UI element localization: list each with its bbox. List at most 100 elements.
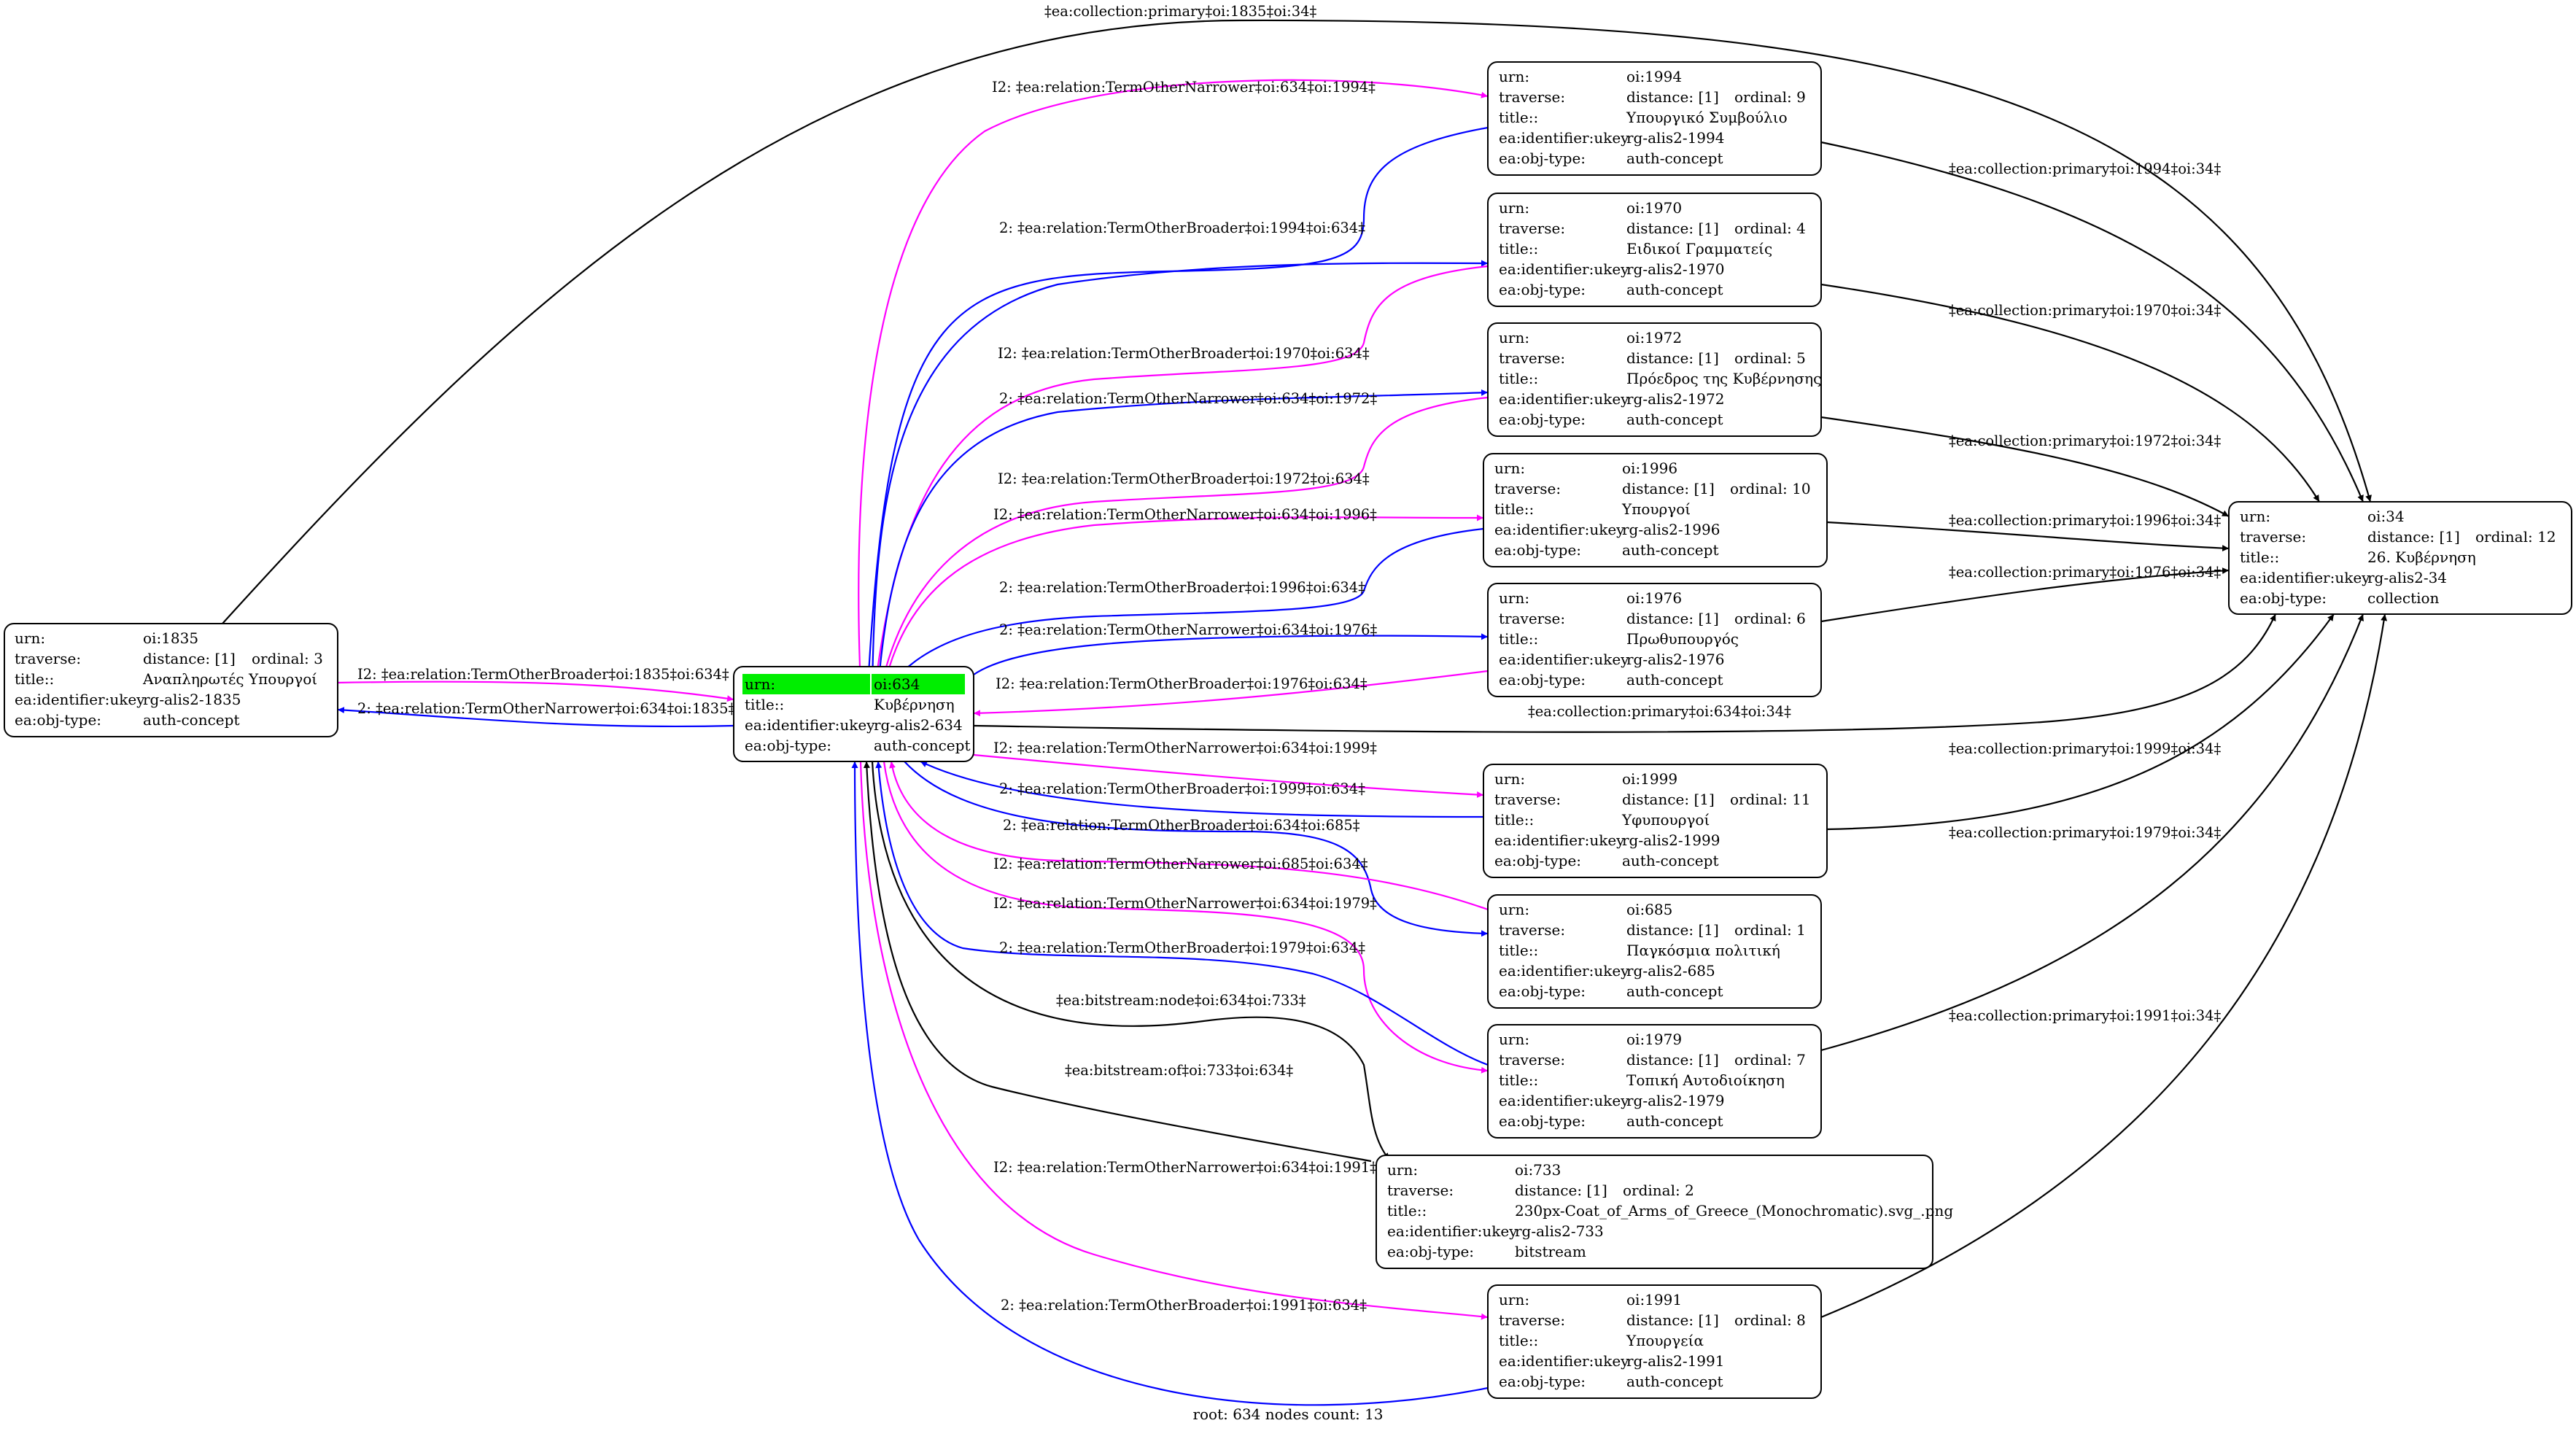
label-traverse: traverse:	[1499, 88, 1565, 106]
node-ukey: rg-alis2-634	[874, 716, 963, 734]
node-type: auth-concept	[1622, 541, 1718, 559]
edge-label-collection-1999-34: ‡ea:collection:primary‡oi:1999‡oi:34‡	[1949, 740, 2222, 757]
nodes-layer: urn: oi:1835 traverse: distance: [1] ord…	[4, 61, 2572, 1399]
node-ordinal: ordinal: 5	[1734, 349, 1806, 367]
node-distance: distance: [1]	[1626, 1051, 1719, 1069]
label-urn: urn:	[2240, 508, 2270, 525]
edge-label-narrower-685-634: I2: ‡ea:relation:TermOtherNarrower‡oi:68…	[993, 856, 1368, 872]
node-title: 26. Κυβέρνηση	[2367, 548, 2476, 566]
label-urn: urn:	[1499, 199, 1529, 217]
node-type: auth-concept	[1626, 982, 1723, 1000]
edge-bitstream-733-634	[863, 761, 1372, 1163]
edge-narrower-634-1972	[877, 389, 1489, 688]
label-title: title::	[1494, 500, 1534, 518]
edge-label-collection-1835-34: ‡ea:collection:primary‡oi:1835‡oi:34‡	[1044, 3, 1317, 20]
node-1979[interactable]: urn: oi:1979 traverse: distance: [1] ord…	[1487, 1024, 1822, 1139]
edge-label-narrower-634-1994: I2: ‡ea:relation:TermOtherNarrower‡oi:63…	[992, 79, 1376, 96]
edge-label-narrower-634-1979: I2: ‡ea:relation:TermOtherNarrower‡oi:63…	[993, 895, 1377, 912]
label-traverse: traverse:	[1499, 349, 1565, 367]
node-distance: distance: [1]	[1626, 1311, 1719, 1329]
edge-broader-1996-634	[888, 527, 1484, 688]
label-traverse: traverse:	[1499, 610, 1565, 627]
node-urn: oi:634	[874, 675, 920, 693]
node-ordinal: ordinal: 10	[1730, 480, 1811, 497]
label-ukey: ea:identifier:ukey	[1499, 651, 1629, 668]
node-type: auth-concept	[1622, 852, 1718, 869]
node-distance: distance: [1]	[1626, 349, 1719, 367]
node-1999[interactable]: urn: oi:1999 traverse: distance: [1] ord…	[1483, 764, 1828, 878]
label-type: ea:obj-type:	[1499, 1373, 1586, 1390]
node-urn: oi:34	[2367, 508, 2405, 525]
label-type: ea:obj-type:	[1494, 541, 1581, 559]
node-ukey: rg-alis2-1991	[1626, 1352, 1724, 1370]
label-ukey: ea:identifier:ukey	[1494, 831, 1625, 849]
label-urn: urn:	[1499, 1291, 1529, 1308]
label-ukey: ea:identifier:ukey	[1494, 521, 1625, 538]
node-urn: oi:1996	[1622, 459, 1677, 477]
edge-label-narrower-634-1972: 2: ‡ea:relation:TermOtherNarrower‡oi:634…	[999, 390, 1377, 407]
node-type: bitstream	[1515, 1243, 1586, 1260]
edge-label-broader-1970-634: I2: ‡ea:relation:TermOtherBroader‡oi:197…	[998, 345, 1370, 362]
label-ukey: ea:identifier:ukey	[15, 691, 145, 708]
edge-label-collection-1996-34: ‡ea:collection:primary‡oi:1996‡oi:34‡	[1949, 512, 2222, 529]
label-type: ea:obj-type:	[2240, 589, 2327, 607]
node-1972[interactable]: urn: oi:1972 traverse: distance: [1] ord…	[1487, 322, 1822, 437]
node-ukey: rg-alis2-685	[1626, 962, 1715, 980]
node-title: 230px-Coat_of_Arms_of_Greece_(Monochroma…	[1515, 1202, 1953, 1219]
node-distance: distance: [1]	[1626, 88, 1719, 106]
edge-label-narrower-634-1991: I2: ‡ea:relation:TermOtherNarrower‡oi:63…	[993, 1159, 1377, 1176]
node-ordinal: ordinal: 7	[1734, 1051, 1806, 1069]
label-ukey: ea:identifier:ukey	[1387, 1222, 1518, 1240]
edge-collection-1976-34	[1820, 567, 2230, 623]
node-ukey: rg-alis2-34	[2367, 569, 2447, 586]
label-urn: urn:	[1494, 770, 1525, 788]
node-1991[interactable]: urn: oi:1991 traverse: distance: [1] ord…	[1487, 1284, 1822, 1399]
node-1976[interactable]: urn: oi:1976 traverse: distance: [1] ord…	[1487, 583, 1822, 697]
node-urn: oi:1979	[1626, 1031, 1682, 1048]
edge-collection-1996-34	[1826, 521, 2230, 552]
edge-narrower-634-1996	[882, 514, 1484, 688]
node-34[interactable]: urn: oi:34 traverse: distance: [1] ordin…	[2228, 501, 2572, 615]
node-ukey: rg-alis2-1970	[1626, 260, 1724, 278]
edge-collection-1835-34	[222, 19, 2372, 624]
edge-broader-1999-634	[920, 761, 1484, 818]
edge-broader-634-685	[904, 761, 1489, 937]
node-title: Υπουργεία	[1626, 1332, 1704, 1349]
node-urn: oi:733	[1515, 1161, 1561, 1179]
node-ordinal: ordinal: 2	[1623, 1182, 1694, 1199]
node-distance: distance: [1]	[1622, 480, 1715, 497]
edge-label-bitstream-634-733: ‡ea:bitstream:node‡oi:634‡oi:733‡	[1056, 992, 1306, 1009]
node-634-root[interactable]: urn: oi:634 title:: Κυβέρνηση ea:identif…	[733, 666, 974, 762]
label-type: ea:obj-type:	[15, 711, 101, 729]
node-1996[interactable]: urn: oi:1996 traverse: distance: [1] ord…	[1483, 453, 1828, 567]
edge-label-broader-1999-634: 2: ‡ea:relation:TermOtherBroader‡oi:1999…	[999, 780, 1365, 797]
edge-label-broader-1979-634: 2: ‡ea:relation:TermOtherBroader‡oi:1979…	[999, 939, 1365, 956]
node-733[interactable]: urn: oi:733 traverse: distance: [1] ordi…	[1376, 1155, 1953, 1269]
node-ordinal: ordinal: 6	[1734, 610, 1806, 627]
node-685[interactable]: urn: oi:685 traverse: distance: [1] ordi…	[1487, 894, 1822, 1009]
edge-collection-1972-34	[1820, 416, 2230, 517]
node-title: Πρόεδρος της Κυβέρνησης	[1626, 370, 1821, 387]
node-1835[interactable]: urn: oi:1835 traverse: distance: [1] ord…	[4, 623, 338, 737]
edge-broader-1976-634	[973, 670, 1489, 717]
node-1970[interactable]: urn: oi:1970 traverse: distance: [1] ord…	[1487, 193, 1822, 307]
node-urn: oi:1999	[1622, 770, 1677, 788]
label-title: title::	[1499, 1332, 1538, 1349]
node-distance: distance: [1]	[1626, 921, 1719, 939]
edge-label-broader-1991-634: 2: ‡ea:relation:TermOtherBroader‡oi:1991…	[1001, 1297, 1367, 1314]
node-title: Παγκόσμια πολιτική	[1626, 942, 1780, 959]
node-urn: oi:685	[1626, 901, 1672, 918]
node-title: Ειδικοί Γραμματείς	[1626, 240, 1772, 257]
label-traverse: traverse:	[1494, 480, 1561, 497]
label-title: title::	[1387, 1202, 1427, 1219]
node-title: Κυβέρνηση	[874, 696, 955, 713]
node-ukey: rg-alis2-1994	[1626, 129, 1724, 147]
edge-label-broader-1996-634: 2: ‡ea:relation:TermOtherBroader‡oi:1996…	[999, 579, 1365, 596]
label-title: title::	[745, 696, 784, 713]
label-urn: urn:	[745, 675, 775, 693]
node-1994[interactable]: urn: oi:1994 traverse: distance: [1] ord…	[1487, 61, 1822, 176]
node-distance: distance: [1]	[2367, 528, 2460, 546]
edge-label-collection-1994-34: ‡ea:collection:primary‡oi:1994‡oi:34‡	[1949, 160, 2222, 177]
edge-narrower-634-1976	[973, 633, 1489, 675]
